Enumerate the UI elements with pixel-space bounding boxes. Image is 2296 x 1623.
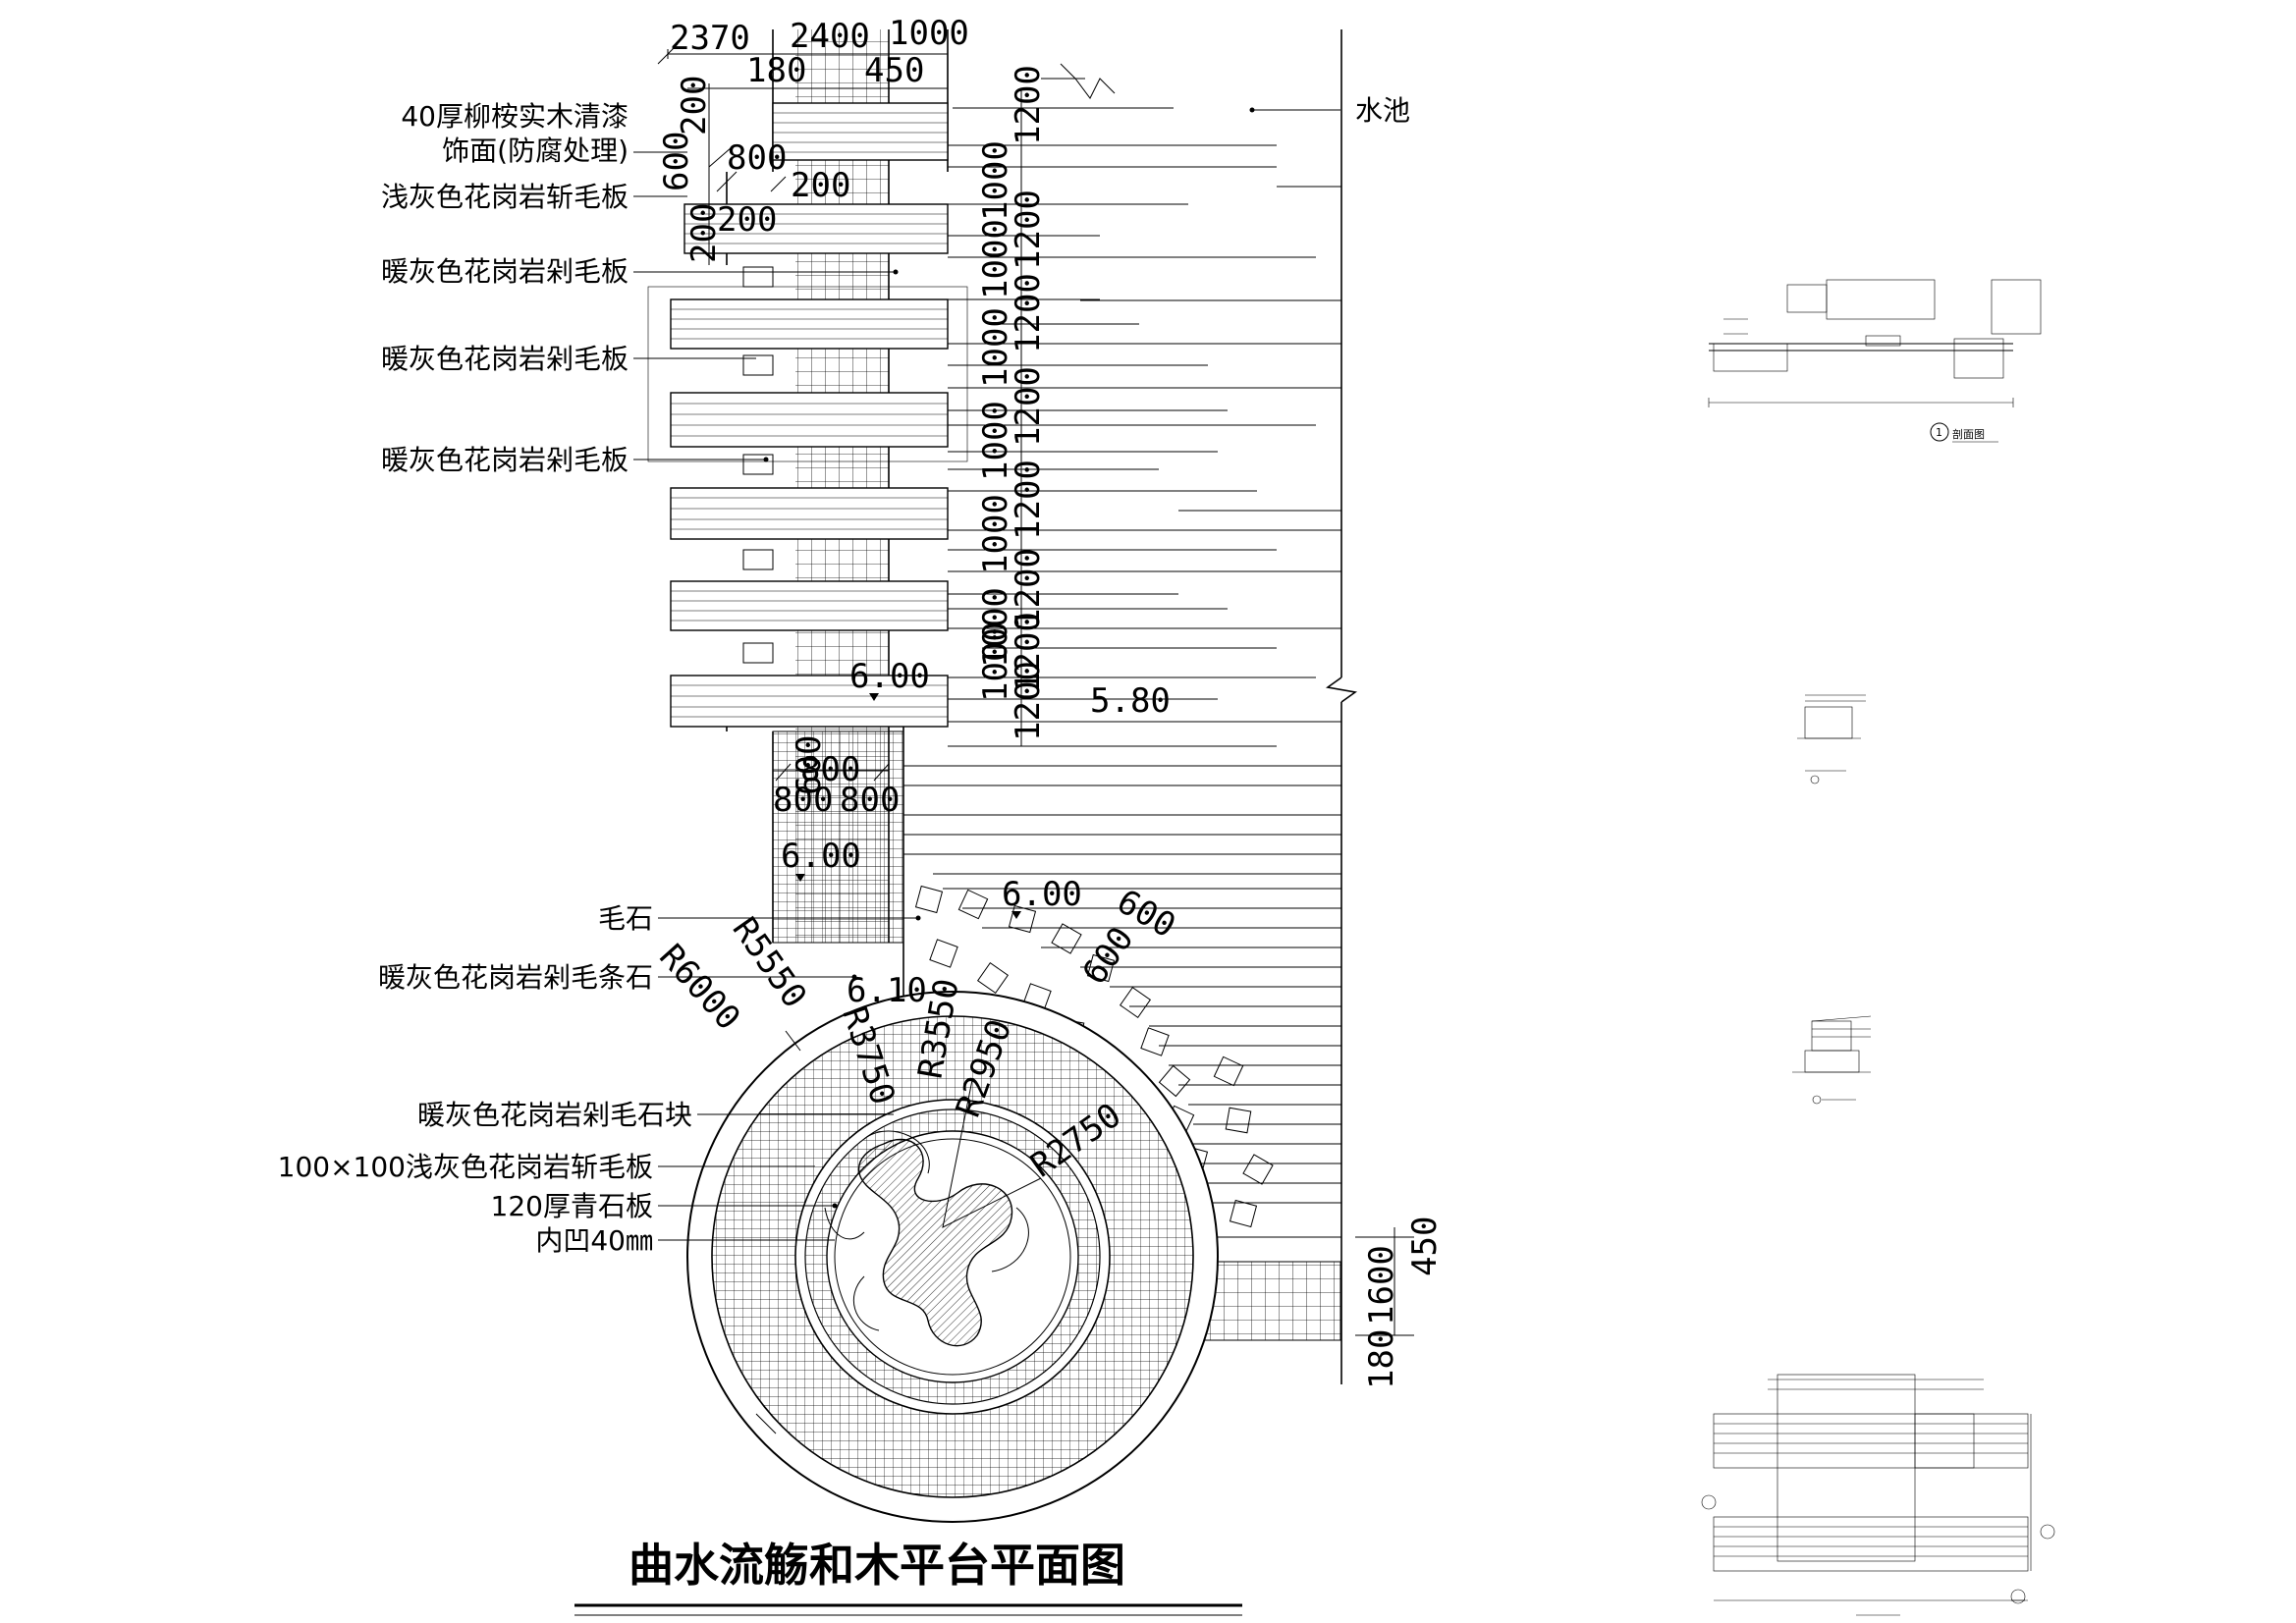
material-labels: 40厚柳桉实木清漆 饰面(防腐处理) 浅灰色花岗岩斩毛板 暖灰色花岗岩剁毛板 暖… [278,100,921,1257]
radius-r6000: R6000 [651,937,747,1038]
pond-water-lines [903,29,1358,1384]
dim-800c: 800 [840,781,900,820]
dim-180: 180 [746,51,806,90]
section-1-caption: 剖面图 [1952,427,1985,441]
section-1-number: 1 [1936,426,1942,439]
vdim-9: 1200 [1009,460,1048,540]
level-4: 6.00 [1002,875,1082,914]
circular-plaza [686,991,1219,1523]
level-1: 6.00 [849,657,930,696]
label-rubble: 毛石 [598,902,653,935]
pond-callout: 水池 [1249,94,1410,127]
deck-strip [647,29,968,1100]
vdim-13: 1200 [1009,612,1048,692]
dim-800: 800 [727,138,787,178]
vdim-1: 1000 [976,140,1015,221]
label-light-grey-granite: 浅灰色花岗岩斩毛板 [381,181,629,213]
label-wood-deck-l1: 40厚柳桉实木清漆 [401,100,629,133]
dim-200b: 200 [791,166,850,205]
thumbnail-detail-3 [1792,1015,1872,1105]
level-2: 5.80 [1090,681,1171,721]
dim-200a: 200 [675,76,714,135]
level-3: 6.00 [781,837,861,876]
vdim-11: 1200 [1009,548,1048,628]
vdim-6: 1000 [976,401,1015,481]
right-dimensions: 1600 450 180 [1355,1217,1445,1389]
levels: 6.00 5.80 6.00 6.00 6.10 [781,657,1171,1010]
pond-label: 水池 [1355,94,1410,127]
dim-600: 600 [657,132,696,191]
top-dimensions: 2370 2400 1000 180 450 [657,14,969,90]
vdim-7: 1200 [1009,366,1048,447]
dim-180-right: 180 [1362,1329,1401,1389]
deck-boards [670,102,949,728]
vdim-5: 1200 [1009,273,1048,353]
dim-200d: 200 [684,203,724,263]
dim-2370: 2370 [670,19,750,58]
dim-800a: 800 [800,750,860,789]
vdim-2: 1000 [976,219,1015,299]
dim-800b: 800 [773,781,833,820]
label-warm-grey-block: 暖灰色花岗岩剁毛石块 [417,1099,692,1131]
thumbnail-detail-2 [1797,694,1866,784]
left-dimensions: 200 600 800 200 200 200 [657,76,850,265]
level-5: 6.10 [847,971,927,1010]
label-recess: 内凹40㎜ [535,1224,653,1257]
label-bluestone: 120厚青石板 [491,1190,653,1222]
vdim-0: 1200 [1009,65,1048,145]
vdim-3: 1200 [1009,189,1048,270]
label-granite-100: 100×100浅灰色花岗岩斩毛板 [278,1151,653,1183]
dim-600-mid: 600 [790,735,829,795]
label-wood-deck-l2: 饰面(防腐处理) [442,135,629,167]
mid-dimensions: 600 800 800 800 [773,735,900,820]
winding-stream [857,1138,1013,1347]
label-warm-grey-strip: 暖灰色花岗岩剁毛条石 [378,961,653,994]
drawing-title-block: 曲水流觞和木平台平面图 [574,1539,1242,1616]
stone-dim-600b: 600 [1075,920,1142,992]
thumbnail-deck-plan [1701,1374,2055,1616]
vertical-dimension-stack: 1200 1000 1000 1200 1000 1200 1000 1200 … [976,65,1048,746]
dim-2400: 2400 [790,17,870,56]
dim-450: 450 [864,51,924,90]
vdim-10: 1000 [976,587,1015,668]
label-warm-grey-2: 暖灰色花岗岩剁毛板 [381,343,629,375]
vdim-12: 1000 [976,622,1015,702]
dim-1600: 1600 [1362,1245,1401,1325]
vdim-4: 1000 [976,307,1015,388]
drawing-title: 曲水流觞和木平台平面图 [629,1539,1125,1592]
dim-200c: 200 [717,200,777,240]
dim-1000: 1000 [889,14,969,53]
vdim-8: 1000 [976,494,1015,574]
vdim-14: 1200 [1009,661,1048,741]
dim-450-right: 450 [1405,1217,1445,1276]
thumbnail-section-1: 1 剖面图 [1708,279,2042,443]
label-warm-grey-3: 暖灰色花岗岩剁毛板 [381,444,629,476]
label-warm-grey-1: 暖灰色花岗岩剁毛板 [381,255,629,288]
